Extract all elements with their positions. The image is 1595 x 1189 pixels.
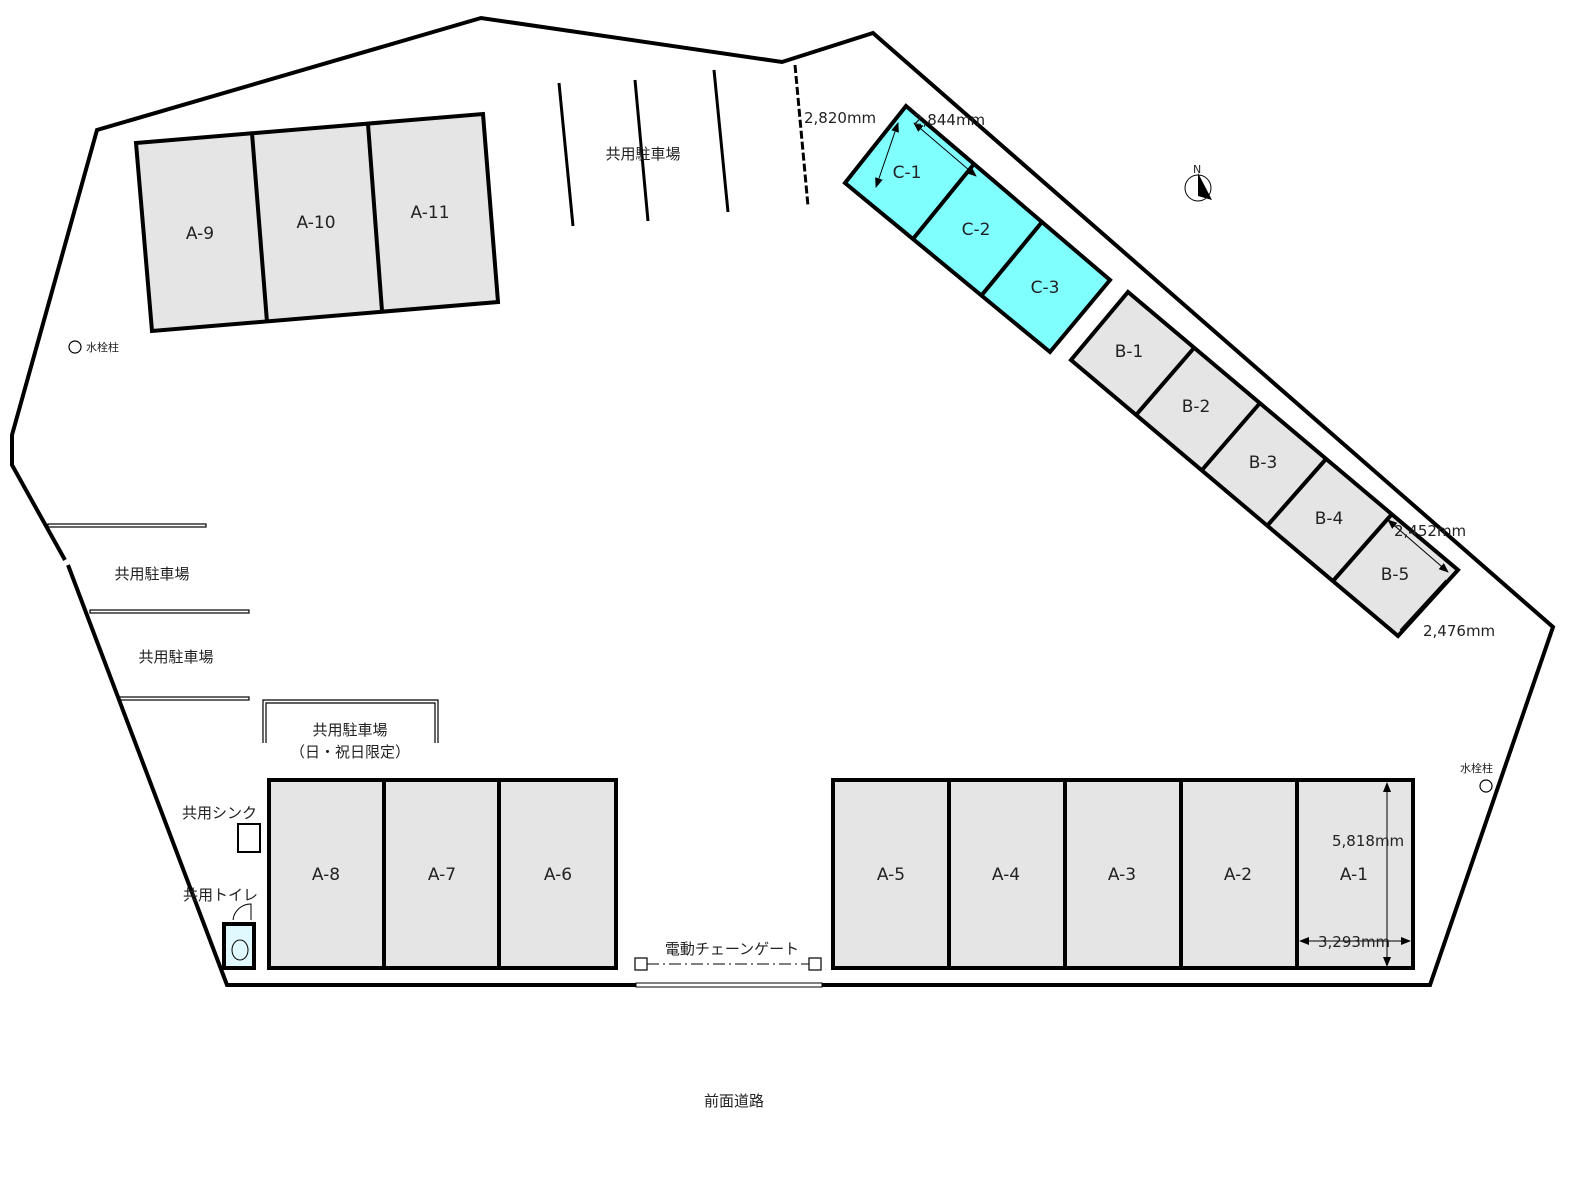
space-group-a-bottom-right: A-5 A-4 A-3 A-2 A-1 5,818mm 3,293mm [831, 778, 1415, 970]
space-group-b: B-1 B-2 B-3 B-4 B-5 2,452mm 2,476mm [1068, 289, 1495, 640]
space-group-a-bottom-left: A-8 A-7 A-6 [267, 778, 618, 970]
svg-text:N: N [1193, 163, 1201, 176]
space-a9[interactable]: A-9 [186, 224, 214, 244]
chain-gate[interactable]: 電動チェーンゲート [634, 940, 822, 971]
space-group-a-top: A-9 A-10 A-11 [133, 111, 501, 334]
space-a8[interactable]: A-8 [312, 865, 340, 885]
dimension-line [913, 122, 977, 177]
space-a2[interactable]: A-2 [1224, 865, 1252, 885]
shared-parking-left: 共用駐車場 共用駐車場 [47, 523, 250, 701]
dimension-a-depth: 5,818mm [1332, 832, 1404, 850]
space-a5[interactable]: A-5 [877, 865, 905, 885]
space-b1[interactable]: B-1 [1115, 342, 1144, 362]
divider [250, 132, 269, 323]
space-a10[interactable]: A-10 [296, 213, 335, 233]
dimension-a-width: 3,293mm [1318, 933, 1390, 951]
space-b2[interactable]: B-2 [1182, 397, 1211, 417]
hydrant-left-label: 水栓柱 [86, 340, 119, 354]
hydrant-icon [68, 340, 82, 354]
divider [366, 123, 384, 312]
space-b5[interactable]: B-5 [1381, 565, 1410, 585]
dimension-c-width: 2,820mm [804, 109, 876, 127]
shared-parking-top: 共用駐車場 [557, 64, 810, 227]
shared-parking-label: 共用駐車場 [312, 721, 387, 739]
sink-icon [237, 823, 261, 853]
space-a4[interactable]: A-4 [992, 865, 1020, 885]
dimension-b-depth: 2,476mm [1423, 622, 1495, 640]
entrance [635, 982, 823, 988]
space-c2[interactable]: C-2 [962, 220, 991, 240]
space-a11[interactable]: A-11 [410, 203, 449, 223]
space-a1[interactable]: A-1 [1340, 865, 1368, 885]
shared-parking-label: 共用駐車場 [138, 648, 213, 666]
hydrant-right-label: 水栓柱 [1460, 761, 1493, 775]
north-arrow-icon: N [1184, 163, 1212, 202]
holiday-note: （日・祝日限定） [290, 743, 410, 761]
site-boundary [10, 15, 1556, 987]
space-c3[interactable]: C-3 [1031, 278, 1060, 298]
shared-parking-label: 共用駐車場 [114, 565, 189, 583]
space-a6[interactable]: A-6 [544, 865, 572, 885]
space-c1[interactable]: C-1 [893, 163, 922, 183]
dimension-line [875, 122, 899, 188]
shared-parking-label: 共用駐車場 [605, 145, 680, 163]
space-block-a9-a11 [133, 111, 501, 334]
hydrant-icon [1479, 779, 1493, 793]
dimension-b-width: 2,452mm [1394, 522, 1466, 540]
space-a3[interactable]: A-3 [1108, 865, 1136, 885]
front-road-label: 前面道路 [704, 1092, 764, 1110]
space-b4[interactable]: B-4 [1315, 509, 1344, 529]
space-b3[interactable]: B-3 [1249, 453, 1278, 473]
gate-label: 電動チェーンゲート [665, 940, 799, 958]
dimension-c-depth: 2,844mm [913, 111, 985, 129]
space-a7[interactable]: A-7 [428, 865, 456, 885]
space-group-c: C-1 C-2 C-3 2,820mm 2,844mm [804, 103, 1113, 355]
shared-parking-holiday: 共用駐車場 （日・祝日限定） [262, 699, 439, 761]
toilet-icon [222, 903, 256, 970]
shared-toilet-label: 共用トイレ [183, 886, 258, 904]
shared-sink-label: 共用シンク [182, 804, 257, 822]
